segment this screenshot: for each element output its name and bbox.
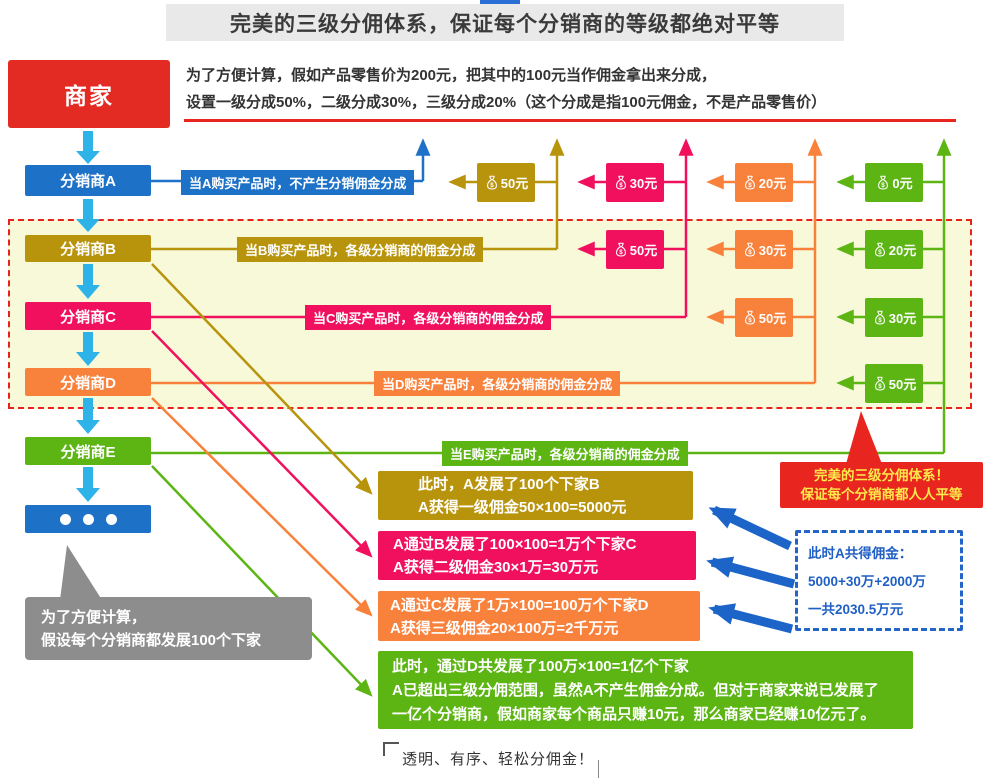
callout-line: 保证每个分销商都人人平等 (800, 487, 963, 502)
commission-amount: 50元 (629, 243, 658, 258)
merchant-box: 商家 (8, 60, 170, 128)
commission-box: $ 50元 (865, 364, 923, 403)
commission-amount: 50元 (500, 176, 529, 191)
row-label-e: 当E购买产品时，各级分销商的佣金分成 (442, 441, 688, 466)
ellipsis-dot (105, 513, 117, 525)
result-line: A获得一级佣金50×100=5000元 (418, 499, 627, 516)
note-line: 为了方便计算， (41, 609, 147, 626)
clipped-top-element (480, 0, 520, 5)
commission-box: $ 50元 (606, 230, 664, 269)
result-line: 一亿个分销商，假如商家每个商品只赚10元，那么商家已经赚10亿元了。 (392, 706, 876, 723)
commission-box: $ 50元 (735, 298, 793, 337)
money-bag-icon: $ (486, 175, 497, 190)
intro-line-1: 为了方便计算，假如产品零售价为200元，把其中的100元当作佣金拿出来分成， (186, 67, 717, 84)
distributor-c-box: 分销商C (25, 302, 151, 330)
result-line: A通过C发展了1万×100=100万个下家D (390, 597, 649, 614)
summary-line: 此时A共得佣金： (808, 546, 913, 561)
result-level2-box: A通过B发展了100×100=1万个下家C A获得二级佣金30×1万=30万元 (378, 531, 696, 580)
money-bag-icon: $ (744, 310, 755, 325)
svg-text:$: $ (882, 182, 886, 189)
page-title: 完美的三级分佣体系，保证每个分销商的等级都绝对平等 (166, 4, 844, 41)
distributor-d-box: 分销商D (25, 368, 151, 396)
result-line: 此时，A发展了100个下家B (418, 476, 600, 493)
commission-box: $ 30元 (735, 230, 793, 269)
distributor-b-box: 分销商B (25, 235, 151, 262)
result-line: A已超出三级分佣范围，虽然A不产生佣金分成。但对于商家来说已发展了 (392, 682, 879, 699)
result-line: A获得三级佣金20×100万=2千万元 (390, 620, 619, 637)
result-line: A通过B发展了100×100=1万个下家C (393, 536, 637, 553)
commission-amount: 20元 (758, 176, 787, 191)
money-bag-icon: $ (874, 242, 885, 257)
footer-corner-mark (383, 742, 399, 756)
distributor-more-box (25, 505, 151, 533)
footer-tick-mark (598, 760, 599, 778)
svg-text:$: $ (878, 317, 882, 324)
money-bag-icon: $ (878, 175, 889, 190)
svg-text:$: $ (619, 249, 623, 256)
money-bag-icon: $ (615, 175, 626, 190)
svg-text:$: $ (878, 249, 882, 256)
svg-text:$: $ (748, 249, 752, 256)
row-label-d: 当D购买产品时，各级分销商的佣金分成 (374, 371, 621, 396)
result-line: 此时，通过D共发展了100万×100=1亿个下家 (392, 658, 689, 675)
svg-text:$: $ (490, 182, 494, 189)
money-bag-icon: $ (874, 310, 885, 325)
money-bag-icon: $ (615, 242, 626, 257)
commission-box: $ 0元 (865, 163, 923, 202)
commission-box: $ 20元 (735, 163, 793, 202)
commission-box: $ 30元 (606, 163, 664, 202)
distributor-e-box: 分销商E (25, 437, 151, 465)
summary-line: 5000+30万+2000万 (808, 574, 926, 589)
red-divider-line (184, 119, 956, 122)
svg-text:$: $ (878, 383, 882, 390)
distributor-a-box: 分销商A (25, 165, 151, 196)
callout-pointer (846, 411, 882, 464)
commission-box: $ 50元 (477, 163, 535, 202)
result-level3-box: A通过C发展了1万×100=100万个下家D A获得三级佣金20×100万=2千… (378, 591, 700, 641)
ellipsis-dot (59, 513, 71, 525)
summary-line: 一共2030.5万元 (808, 602, 904, 617)
note-bubble-tail (60, 545, 102, 600)
commission-amount: 30元 (629, 176, 658, 191)
svg-text:$: $ (619, 182, 623, 189)
intro-line-2: 设置一级分成50%，二级分成30%，三级分成20%（这个分成是指100元佣金，不… (186, 94, 827, 111)
result-level1-box: 此时，A发展了100个下家B A获得一级佣金50×100=5000元 (378, 471, 693, 520)
ellipsis-dot (82, 513, 94, 525)
svg-text:$: $ (748, 182, 752, 189)
footer-slogan: 透明、有序、轻松分佣金！ (402, 751, 595, 768)
commission-amount: 30元 (758, 243, 787, 258)
commission-amount: 0元 (892, 176, 913, 191)
result-line: A获得二级佣金30×1万=30万元 (393, 559, 599, 576)
money-bag-icon: $ (874, 376, 885, 391)
intro-text: 为了方便计算，假如产品零售价为200元，把其中的100元当作佣金拿出来分成， 设… (186, 62, 966, 116)
assumption-note-bubble: 为了方便计算， 假设每个分销商都发展100个下家 (25, 597, 312, 660)
commission-box: $ 20元 (865, 230, 923, 269)
commission-amount: 30元 (888, 311, 917, 326)
money-bag-icon: $ (744, 175, 755, 190)
commission-box: $ 30元 (865, 298, 923, 337)
commission-amount: 50元 (758, 311, 787, 326)
row-label-a: 当A购买产品时，不产生分销佣金分成 (181, 170, 415, 195)
row-label-c: 当C购买产品时，各级分销商的佣金分成 (305, 305, 552, 330)
equality-callout: 完美的三级分佣体系！ 保证每个分销商都人人平等 (780, 462, 983, 508)
commission-amount: 50元 (888, 377, 917, 392)
money-bag-icon: $ (744, 242, 755, 257)
note-line: 假设每个分销商都发展100个下家 (41, 632, 262, 649)
result-beyond-box: 此时，通过D共发展了100万×100=1亿个下家 A已超出三级分佣范围，虽然A不… (378, 651, 913, 729)
callout-line: 完美的三级分佣体系！ (814, 468, 949, 483)
commission-amount: 20元 (888, 243, 917, 258)
total-commission-box: 此时A共得佣金： 5000+30万+2000万 一共2030.5万元 (795, 530, 963, 631)
svg-text:$: $ (748, 317, 752, 324)
row-label-b: 当B购买产品时，各级分销商的佣金分成 (237, 237, 484, 262)
